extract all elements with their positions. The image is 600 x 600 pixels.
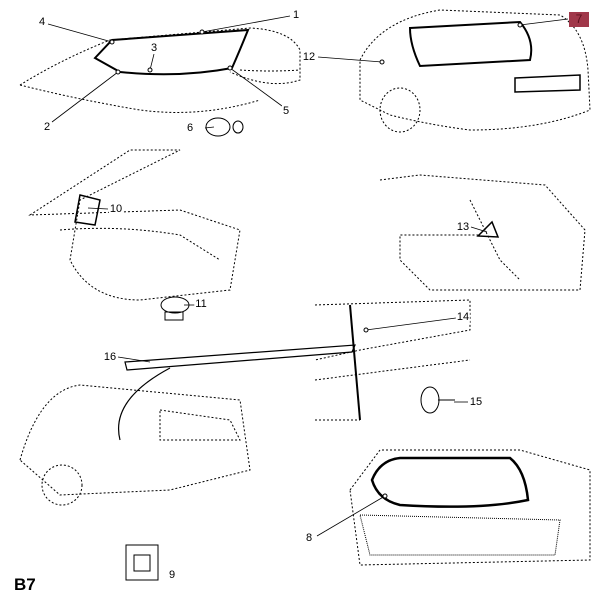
callout-16: 16 (102, 351, 118, 363)
clip-part-15 (420, 386, 455, 414)
estate-tailgate-view (349, 449, 591, 566)
callout-13: 13 (455, 221, 471, 233)
callout-10: 10 (108, 203, 124, 215)
clip-part-9 (125, 544, 159, 581)
door-pillar-view (314, 299, 471, 421)
callout-3: 3 (149, 42, 159, 54)
arrow-16 (118, 367, 171, 441)
windscreen-view (19, 27, 301, 113)
callout-points (109, 22, 523, 499)
callout-11: 11 (194, 298, 208, 310)
callout-6: 6 (185, 122, 195, 134)
callout-14: 14 (455, 311, 471, 323)
rear-door-interior-view (379, 174, 586, 291)
leader-lines (47, 15, 569, 537)
callout-2: 2 (42, 121, 52, 133)
page-code: B7 (14, 575, 36, 594)
clip-part-6 (205, 117, 244, 137)
trunk-view (19, 384, 251, 506)
callout-8: 8 (304, 532, 314, 544)
callout-1: 1 (291, 9, 301, 21)
highlighted-callout-7[interactable]: 7 (569, 12, 589, 27)
callout-5: 5 (281, 105, 291, 117)
callout-4: 4 (37, 16, 47, 28)
callout-9: 9 (167, 569, 177, 581)
trim-strip-16 (124, 344, 356, 371)
front-door-interior-view (28, 149, 241, 301)
callout-15: 15 (468, 396, 484, 408)
callout-12: 12 (301, 51, 317, 63)
clip-part-11 (160, 296, 190, 321)
rear-car-view (359, 9, 591, 133)
